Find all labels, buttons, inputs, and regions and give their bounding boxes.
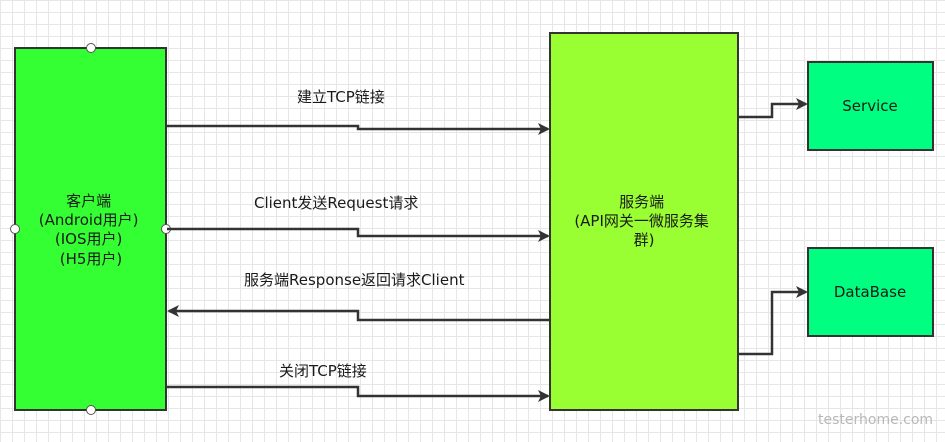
service-node[interactable]: Service <box>807 61 934 151</box>
server-node[interactable]: 服务端 (API网关一微服务集 群) <box>549 32 739 411</box>
connection-handle-left[interactable] <box>10 224 20 234</box>
edge-close-line[interactable] <box>167 385 550 402</box>
edge-response[interactable]: 服务端Response返回请求Client <box>167 271 549 322</box>
watermark: testerhome.com <box>818 412 933 428</box>
server-label-line-2: (API网关一微服务集 <box>574 212 709 230</box>
client-box[interactable] <box>14 47 167 411</box>
client-label-line-4: (H5用户) <box>60 250 123 268</box>
edge-response-line[interactable] <box>167 305 549 322</box>
server-label-line-3: 群) <box>634 231 655 249</box>
client-node[interactable]: 客户端 (Android用户) (IOS用户) (H5用户) <box>10 43 171 415</box>
edge-response-label: 服务端Response返回请求Client <box>244 271 465 289</box>
database-node[interactable]: DataBase <box>807 247 934 337</box>
edge-request[interactable]: Client发送Request请求 <box>167 194 550 242</box>
server-label-line-1: 服务端 <box>619 193 664 211</box>
service-box[interactable] <box>807 61 934 151</box>
client-label-line-2: (Android用户) <box>39 211 139 229</box>
connection-handle-bottom[interactable] <box>86 405 96 415</box>
edge-request-line[interactable] <box>167 227 550 242</box>
edge-close[interactable]: 关闭TCP链接 <box>167 362 550 402</box>
edge-request-label: Client发送Request请求 <box>254 194 418 212</box>
database-label: DataBase <box>834 283 906 301</box>
svg-text:服务端 (API网关一微服务集 群): 服务端 (API网关一微服务集 群) <box>574 193 713 249</box>
edge-connect-line[interactable] <box>167 123 550 135</box>
edge-close-label: 关闭TCP链接 <box>279 362 367 380</box>
edge-server-service-line[interactable] <box>739 98 808 119</box>
client-label-line-1: 客户端 <box>66 192 111 210</box>
edge-connect[interactable]: 建立TCP链接 <box>167 88 550 135</box>
edge-server-database-line[interactable] <box>739 286 808 356</box>
service-label: Service <box>842 97 897 115</box>
database-box[interactable] <box>807 247 934 337</box>
edge-connect-label: 建立TCP链接 <box>297 88 385 106</box>
connection-handle-top[interactable] <box>86 43 96 53</box>
server-box[interactable] <box>549 32 739 411</box>
client-label-line-3: (IOS用户) <box>55 230 122 248</box>
svg-text:客户端 (Android用户) (I: 客户端 (Android用户) (IOS用户) (H5用户) <box>39 192 143 268</box>
